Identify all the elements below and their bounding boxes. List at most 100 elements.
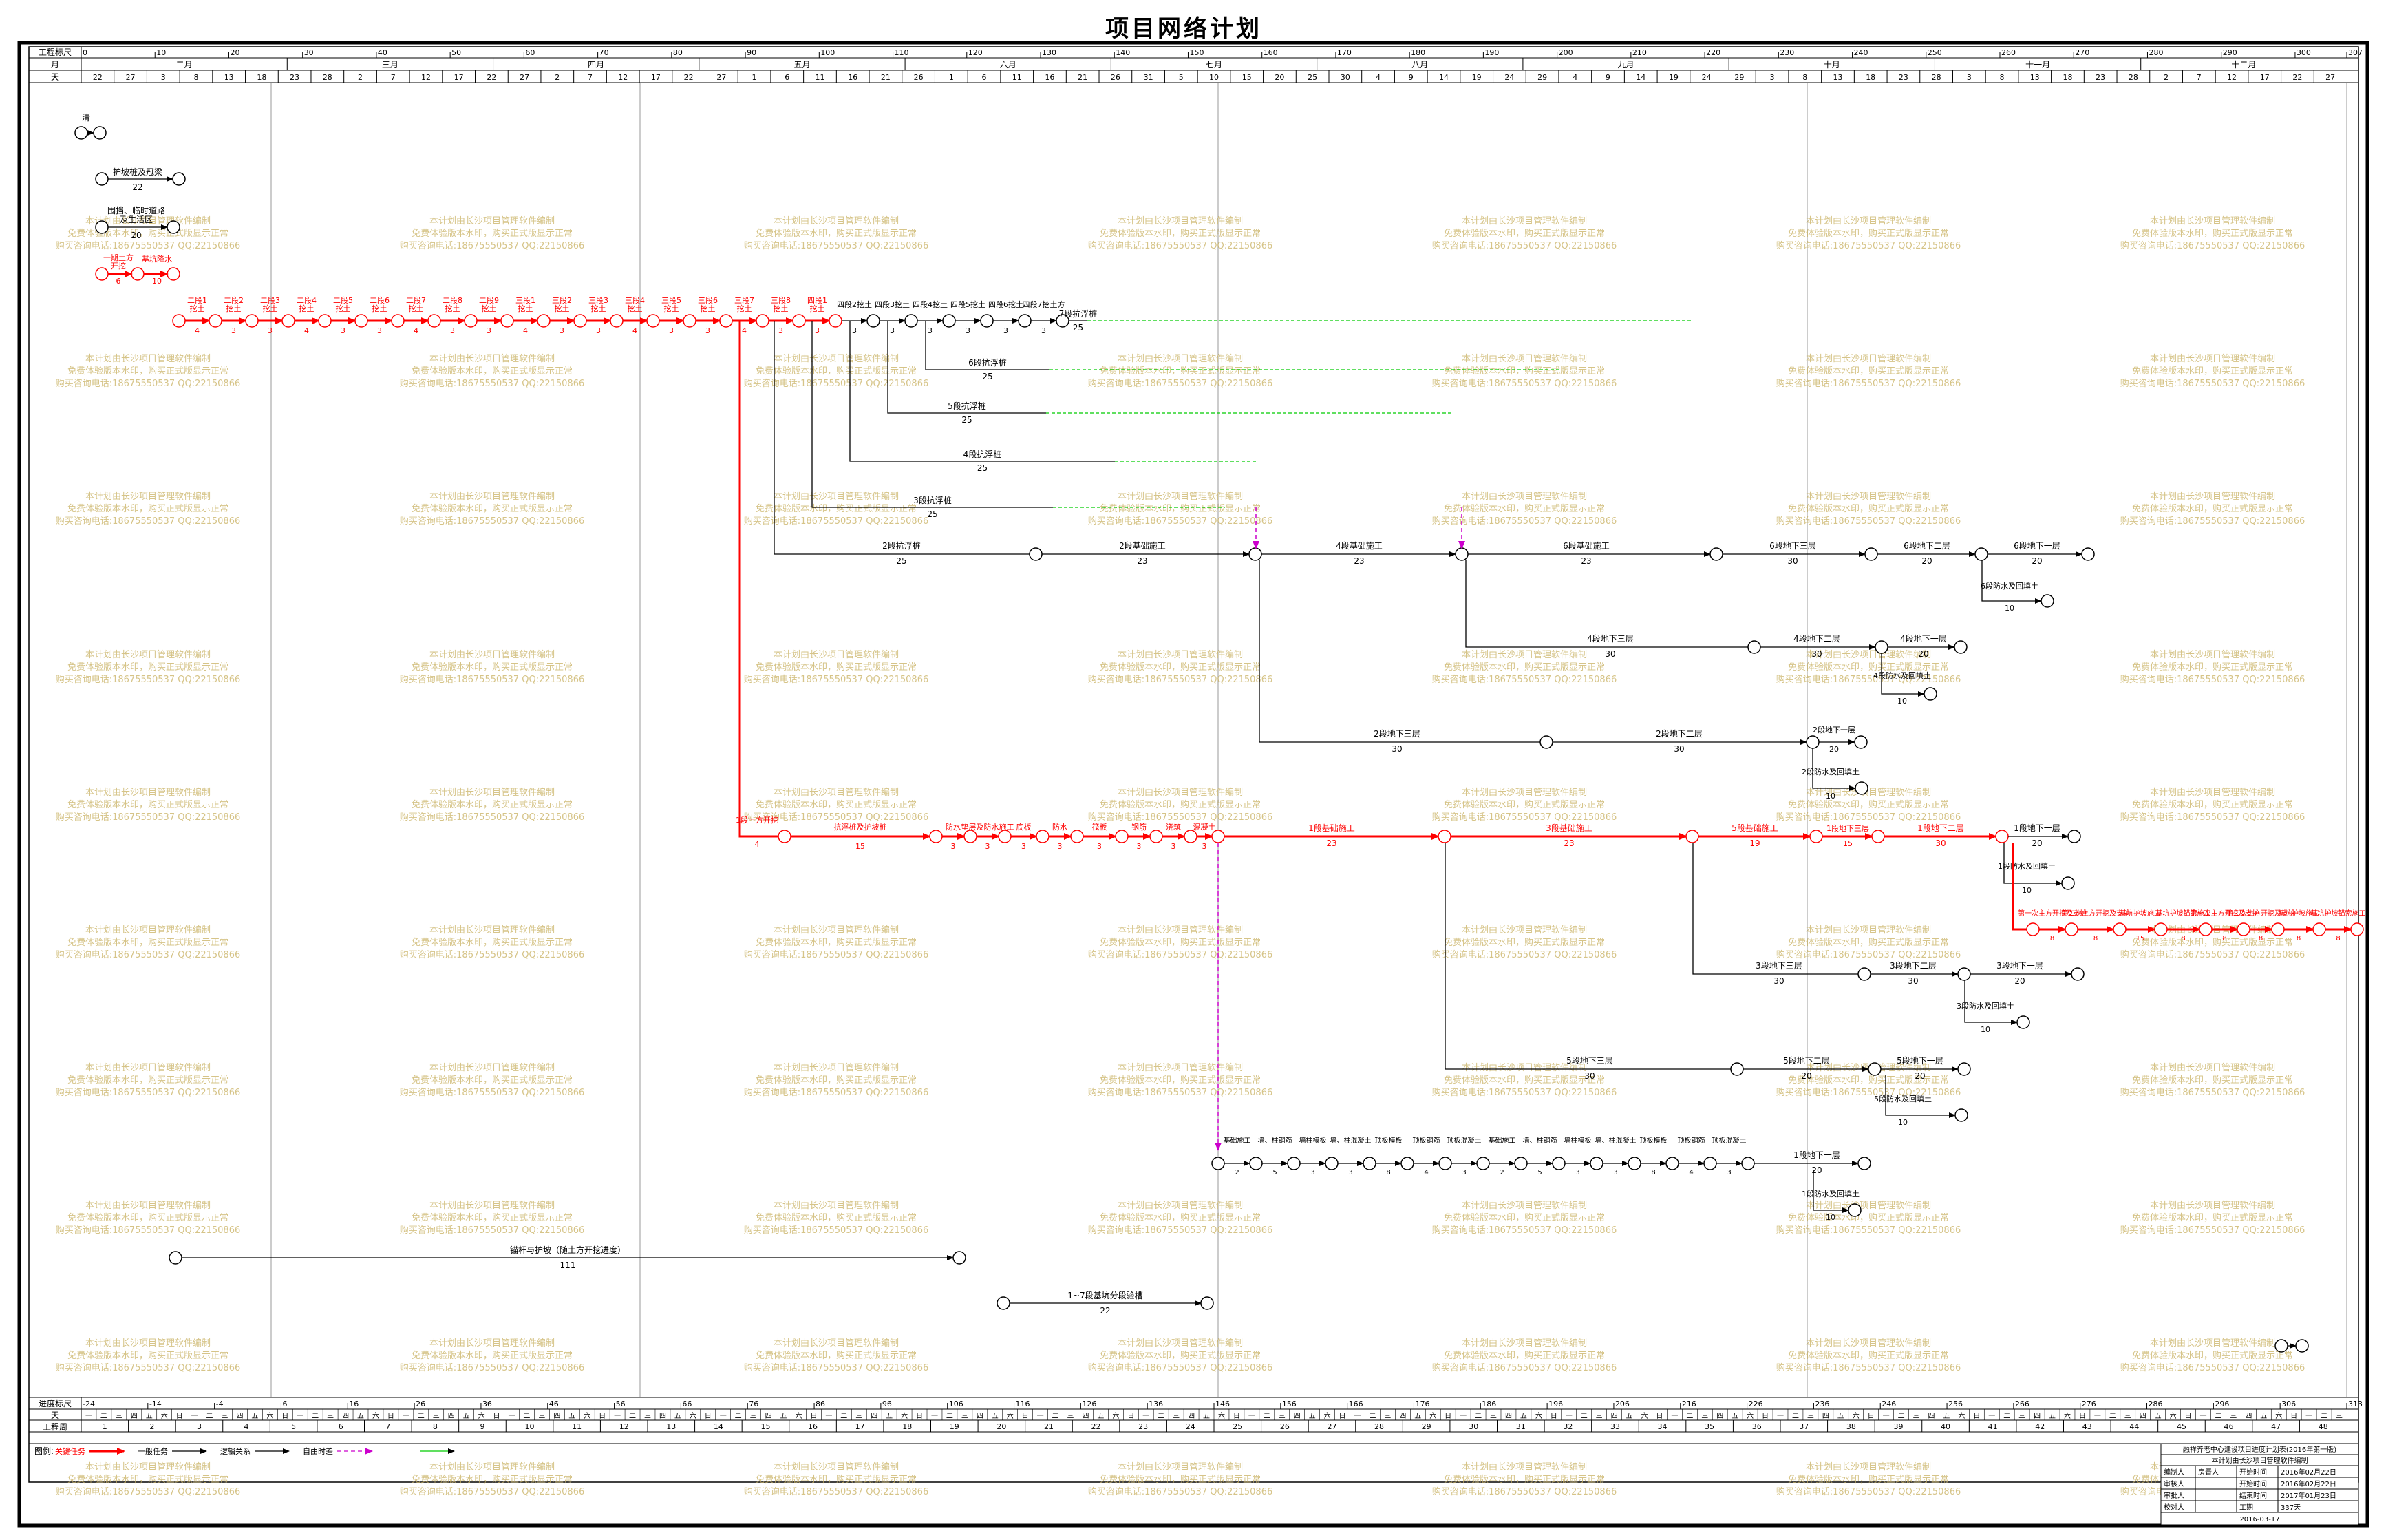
info-box-frame bbox=[2160, 1443, 2359, 1525]
weekday-label: 二 bbox=[100, 1413, 107, 1420]
duration-label: 3 bbox=[669, 326, 674, 335]
watermark-text: 免费体验版本水印，购买正式版显示正常 bbox=[756, 366, 917, 377]
event-node bbox=[683, 314, 696, 328]
event-node bbox=[1552, 1157, 1566, 1170]
duration-label: 3 bbox=[1310, 1169, 1314, 1176]
scale-tick-label: 290 bbox=[2223, 48, 2237, 57]
chain-label: 二段2 bbox=[224, 295, 244, 305]
event-node bbox=[1590, 1157, 1603, 1170]
chain-label: 挖土 bbox=[445, 304, 460, 313]
footer-row-label: 工程周 bbox=[43, 1422, 67, 1432]
weekday-label: 一 bbox=[931, 1413, 938, 1420]
event-node bbox=[1018, 314, 1032, 328]
watermark-text: 本计划由长沙项目管理软件编制 bbox=[1462, 788, 1587, 798]
legend-item-label: 自由时差 bbox=[303, 1446, 333, 1456]
weekday-label: 六 bbox=[901, 1412, 908, 1420]
duration-label: 3 bbox=[1727, 1169, 1731, 1176]
task-label: 锚杆与护坡（随土方开挖进度） bbox=[510, 1245, 626, 1255]
footer-scale-label: 226 bbox=[1749, 1400, 1763, 1408]
event-node bbox=[464, 314, 478, 328]
weekday-label: 日 bbox=[916, 1413, 923, 1420]
watermark-text: 免费体验版本水印，购买正式版显示正常 bbox=[756, 937, 917, 948]
activity-label: 5段防水及回填土 bbox=[1874, 1094, 1932, 1104]
weekday-label: 三 bbox=[1067, 1413, 1074, 1420]
chain-label: 二段5 bbox=[333, 295, 353, 305]
duration-label: 3 bbox=[231, 326, 236, 335]
event-node bbox=[1857, 1157, 1871, 1170]
duration-label: 4 bbox=[195, 326, 200, 335]
scale-tick-label: 70 bbox=[599, 48, 609, 57]
weekday-label: 日 bbox=[810, 1413, 817, 1420]
day-label: 11 bbox=[1012, 73, 1022, 82]
weekday-label: 一 bbox=[1566, 1413, 1573, 1420]
watermark-text: 购买咨询电话:18675550537 QQ:22150866 bbox=[744, 1087, 929, 1098]
activity-label: 浇筑 bbox=[1166, 822, 1181, 832]
weekday-label: 四 bbox=[765, 1413, 772, 1420]
footer-scale-label: 166 bbox=[1349, 1400, 1363, 1408]
footer-scale-label: 76 bbox=[749, 1400, 758, 1408]
week-label: 12 bbox=[619, 1422, 629, 1431]
info-box-cell: 校对人 bbox=[2164, 1503, 2184, 1512]
day-label: 27 bbox=[2325, 73, 2335, 82]
watermark-text: 本计划由长沙项目管理软件编制 bbox=[429, 1338, 555, 1349]
activity-label: 3段地下二层 bbox=[1890, 960, 1937, 971]
event-node bbox=[1685, 830, 1699, 843]
duration-label: 20 bbox=[2032, 838, 2042, 848]
day-label: 24 bbox=[1504, 73, 1514, 82]
event-node bbox=[1211, 830, 1225, 843]
watermark-text: 免费体验版本水印，购买正式版显示正常 bbox=[67, 1075, 228, 1086]
footer-scale-label: 256 bbox=[1948, 1400, 1963, 1408]
event-node bbox=[1857, 967, 1871, 981]
scale-tick-label: 170 bbox=[1337, 48, 1352, 57]
event-node bbox=[829, 314, 842, 328]
activity-label: 开挖 bbox=[111, 261, 126, 271]
watermark-text: 免费体验版本水印，购买正式版显示正常 bbox=[1100, 366, 1261, 377]
scale-tick-label: 60 bbox=[525, 48, 535, 57]
weekday-label: 二 bbox=[418, 1413, 425, 1420]
duration-label: 3 bbox=[487, 326, 491, 335]
event-node bbox=[1248, 547, 1262, 561]
watermark-text: 购买咨询电话:18675550537 QQ:22150866 bbox=[744, 240, 929, 251]
chain-label: 挖土 bbox=[372, 304, 387, 313]
legend-item-label: 一般任务 bbox=[138, 1447, 168, 1456]
duration-label: 3 bbox=[1613, 1169, 1617, 1176]
day-label: 6 bbox=[785, 73, 789, 82]
building-task-label: 基础施工 bbox=[1489, 1136, 1516, 1145]
weekday-label: 四 bbox=[1505, 1413, 1512, 1420]
info-box-title: 融祥养老中心建设项目进度计划表(2016年第一版) bbox=[2183, 1445, 2336, 1454]
weekday-label: 三 bbox=[221, 1413, 228, 1420]
event-node bbox=[2071, 967, 2085, 981]
weekday-label: 六 bbox=[1958, 1412, 1965, 1420]
day-label: 3 bbox=[1770, 73, 1775, 82]
watermark-text: 本计划由长沙项目管理软件编制 bbox=[2150, 1338, 2275, 1349]
watermark-text: 免费体验版本水印，购买正式版显示正常 bbox=[1788, 937, 1949, 948]
day-label: 2 bbox=[2164, 73, 2169, 82]
watermark-text: 免费体验版本水印，购买正式版显示正常 bbox=[1100, 937, 1261, 948]
watermark-text: 免费体验版本水印，购买正式版显示正常 bbox=[1788, 366, 1949, 377]
footer-scale-label: 86 bbox=[816, 1400, 825, 1408]
event-node bbox=[2237, 922, 2250, 936]
watermark-text: 免费体验版本水印，购买正式版显示正常 bbox=[1444, 662, 1605, 673]
event-node bbox=[1703, 1157, 1717, 1170]
weekday-label: 五 bbox=[780, 1413, 787, 1420]
footer-scale-label: 56 bbox=[616, 1400, 626, 1408]
watermark-text: 免费体验版本水印，购买正式版显示正常 bbox=[412, 1350, 573, 1361]
weekday-label: 日 bbox=[599, 1413, 606, 1420]
duration-label: 2 bbox=[1500, 1169, 1504, 1176]
duration-label: 20 bbox=[1829, 745, 1839, 754]
chain-label: 三段7 bbox=[734, 295, 754, 305]
duration-label: 3 bbox=[1137, 842, 1142, 851]
building-task-label: 墙柱模板 bbox=[1564, 1136, 1592, 1145]
watermark-text: 本计划由长沙项目管理软件编制 bbox=[1806, 788, 1931, 798]
weekday-label: 四 bbox=[1716, 1413, 1723, 1420]
watermark-text: 本计划由长沙项目管理软件编制 bbox=[429, 788, 555, 798]
footer-scale-label: 146 bbox=[1215, 1400, 1230, 1408]
watermark-text: 购买咨询电话:18675550537 QQ:22150866 bbox=[1432, 1486, 1617, 1497]
duration-label: 20 bbox=[1915, 1071, 1925, 1081]
pile-label: 2段抗浮桩 bbox=[882, 540, 921, 551]
activity-label: 5段基础施工 bbox=[1732, 823, 1778, 833]
duration-label: 30 bbox=[1908, 976, 1918, 986]
activity-label: 2段地下三层 bbox=[1374, 728, 1420, 739]
